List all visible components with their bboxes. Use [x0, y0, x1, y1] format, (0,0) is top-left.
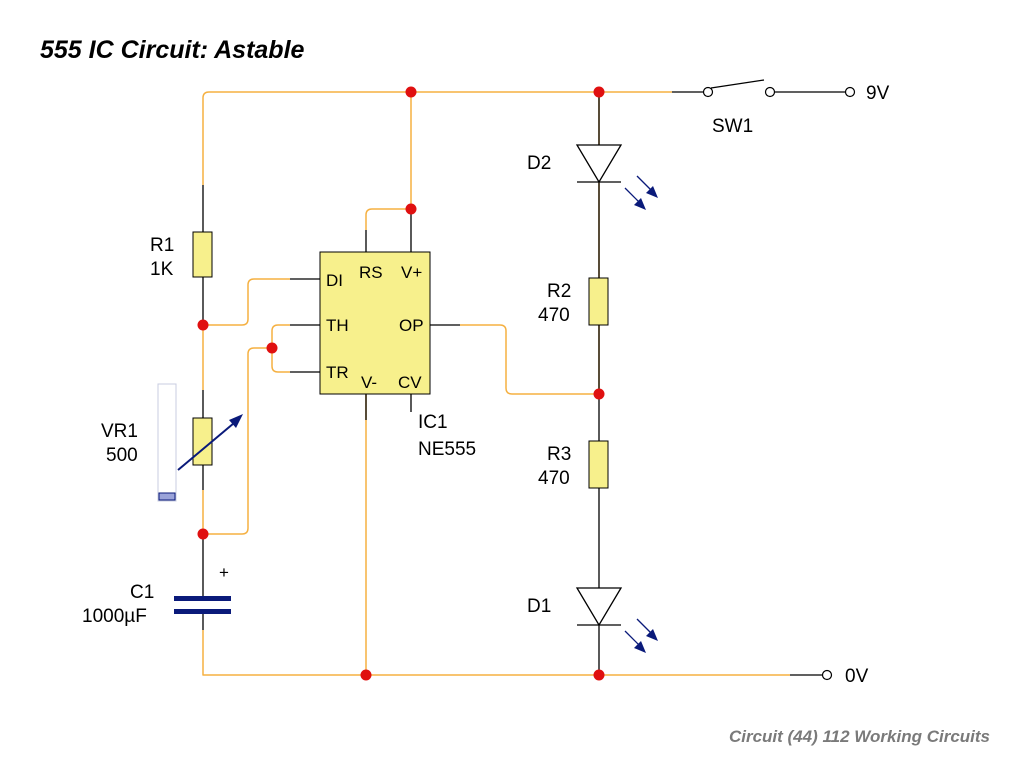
ic1-pin-tr: TR [326, 363, 349, 382]
terminal-0v-icon [821, 669, 833, 681]
junction-nodes [197, 86, 605, 681]
c1-capacitor-icon: + [174, 563, 231, 614]
slide-title: 555 IC Circuit: Astable [40, 36, 305, 64]
d2-ref-label: D2 [527, 153, 551, 174]
r3-resistor-body [588, 440, 609, 489]
leads [202, 79, 845, 676]
terminal-9v-icon [844, 86, 856, 98]
ic1-pin-rs: RS [359, 263, 383, 282]
wire-di [203, 278, 290, 326]
ic1-ref-label: IC1 [418, 412, 448, 433]
vr1-adjust-arrow-icon [177, 414, 243, 471]
r2-value-label: 470 [538, 305, 570, 326]
ic1-pin-di: DI [326, 271, 343, 290]
wire-top-rail [202, 91, 672, 185]
r2-resistor-body [588, 277, 609, 326]
terminal-0v-label: 0V [845, 666, 869, 687]
ic1-body [319, 251, 431, 395]
r2-ref-label: R2 [547, 281, 571, 302]
r1-ref-label: R1 [150, 235, 174, 256]
c1-ref-label: C1 [130, 582, 154, 603]
c1-value-label: 1000µF [82, 606, 147, 627]
r1-value-label: 1K [150, 259, 174, 280]
ic1-pin-vminus: V- [361, 373, 377, 392]
ic1-part-label: NE555 [418, 439, 476, 460]
footer-caption: Circuit (44) 112 Working Circuits [728, 727, 990, 746]
d1-ref-label: D1 [527, 596, 551, 617]
wire-th [271, 324, 290, 348]
sw1-ref-label: SW1 [712, 116, 753, 137]
ic1-pin-cv: CV [398, 373, 422, 392]
vr1-resistor-body [192, 417, 213, 466]
d2-led-icon [575, 144, 658, 210]
vr1-value-label: 500 [106, 445, 138, 466]
ic1-pin-th: TH [326, 316, 349, 335]
wire-tr [271, 348, 290, 373]
d1-led-icon [575, 587, 658, 653]
c1-polarity-label: + [219, 563, 229, 582]
ic1-pin-vplus: V+ [401, 263, 422, 282]
sw1-switch-icon [702, 86, 776, 98]
vr1-ref-label: VR1 [101, 421, 138, 442]
terminal-9v-label: 9V [866, 83, 890, 104]
r3-value-label: 470 [538, 468, 570, 489]
wire-op [460, 324, 599, 395]
wire-rs-link [365, 208, 411, 230]
wires [202, 91, 790, 676]
wire-th-tr-to-c1 [203, 347, 272, 535]
ic1-pin-op: OP [399, 316, 424, 335]
r3-ref-label: R3 [547, 444, 571, 465]
wire-bottom-rail [202, 630, 790, 676]
vr1-slider [157, 383, 177, 502]
r1-resistor-body [192, 231, 213, 278]
